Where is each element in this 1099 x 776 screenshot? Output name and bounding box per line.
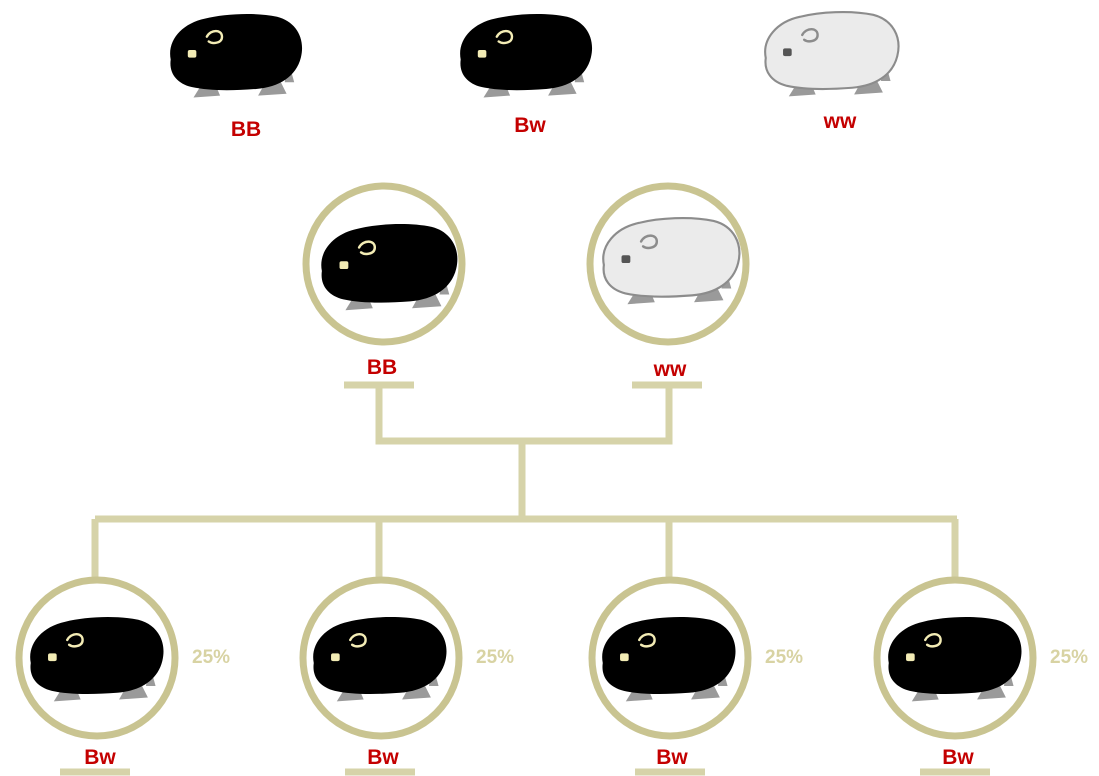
guinea-pig-black-icon	[460, 13, 593, 98]
ear	[495, 29, 514, 45]
legend-label-bw: Bw	[514, 114, 546, 137]
portrait-rings	[15, 182, 1037, 740]
ear	[205, 29, 224, 45]
legend-label-ww: ww	[823, 110, 857, 133]
body	[602, 217, 741, 298]
body	[888, 617, 1022, 695]
guinea-pig-white-icon	[602, 217, 741, 305]
guinea-pig-black-icon	[170, 13, 303, 98]
connector-line	[375, 385, 673, 445]
eye	[339, 261, 349, 270]
offspring-label-3: Bw	[656, 746, 688, 769]
guinea-pig-black-icon	[321, 224, 458, 311]
guinea-pig-black-icon	[313, 617, 447, 702]
guinea-pig-black-icon	[602, 617, 736, 702]
parent-label-ww: ww	[653, 358, 687, 381]
body	[321, 224, 458, 303]
ear	[801, 28, 819, 43]
ear	[66, 633, 84, 648]
eye	[48, 653, 57, 662]
eye	[331, 653, 340, 662]
eye	[620, 653, 629, 662]
body	[460, 13, 593, 91]
guinea-pig-white-icon	[764, 10, 900, 97]
ear	[924, 633, 942, 648]
ear	[638, 633, 656, 648]
offspring-percent-1: 25%	[192, 647, 231, 668]
guinea-pig-figures	[30, 10, 1022, 702]
eye	[187, 50, 197, 58]
offspring-percent-3: 25%	[765, 647, 804, 668]
eye	[477, 50, 487, 58]
body	[602, 617, 736, 695]
eye	[783, 48, 792, 57]
body	[170, 13, 303, 91]
ear	[349, 633, 367, 648]
eye	[621, 255, 631, 264]
guinea-pig-black-icon	[30, 617, 164, 702]
eye	[906, 653, 915, 662]
body	[764, 10, 900, 91]
offspring-label-2: Bw	[367, 746, 399, 769]
offspring-percent-2: 25%	[476, 647, 515, 668]
ear	[639, 234, 659, 250]
guinea-pig-black-icon	[888, 617, 1022, 702]
legend-label-bb: BB	[230, 118, 262, 141]
connector-lines	[60, 381, 990, 776]
offspring-label-4: Bw	[942, 746, 974, 769]
ear	[357, 240, 377, 256]
body	[30, 617, 164, 695]
offspring-label-1: Bw	[84, 746, 116, 769]
parent-label-bb: BB	[366, 356, 398, 379]
body	[313, 617, 447, 695]
offspring-percent-4: 25%	[1050, 647, 1089, 668]
